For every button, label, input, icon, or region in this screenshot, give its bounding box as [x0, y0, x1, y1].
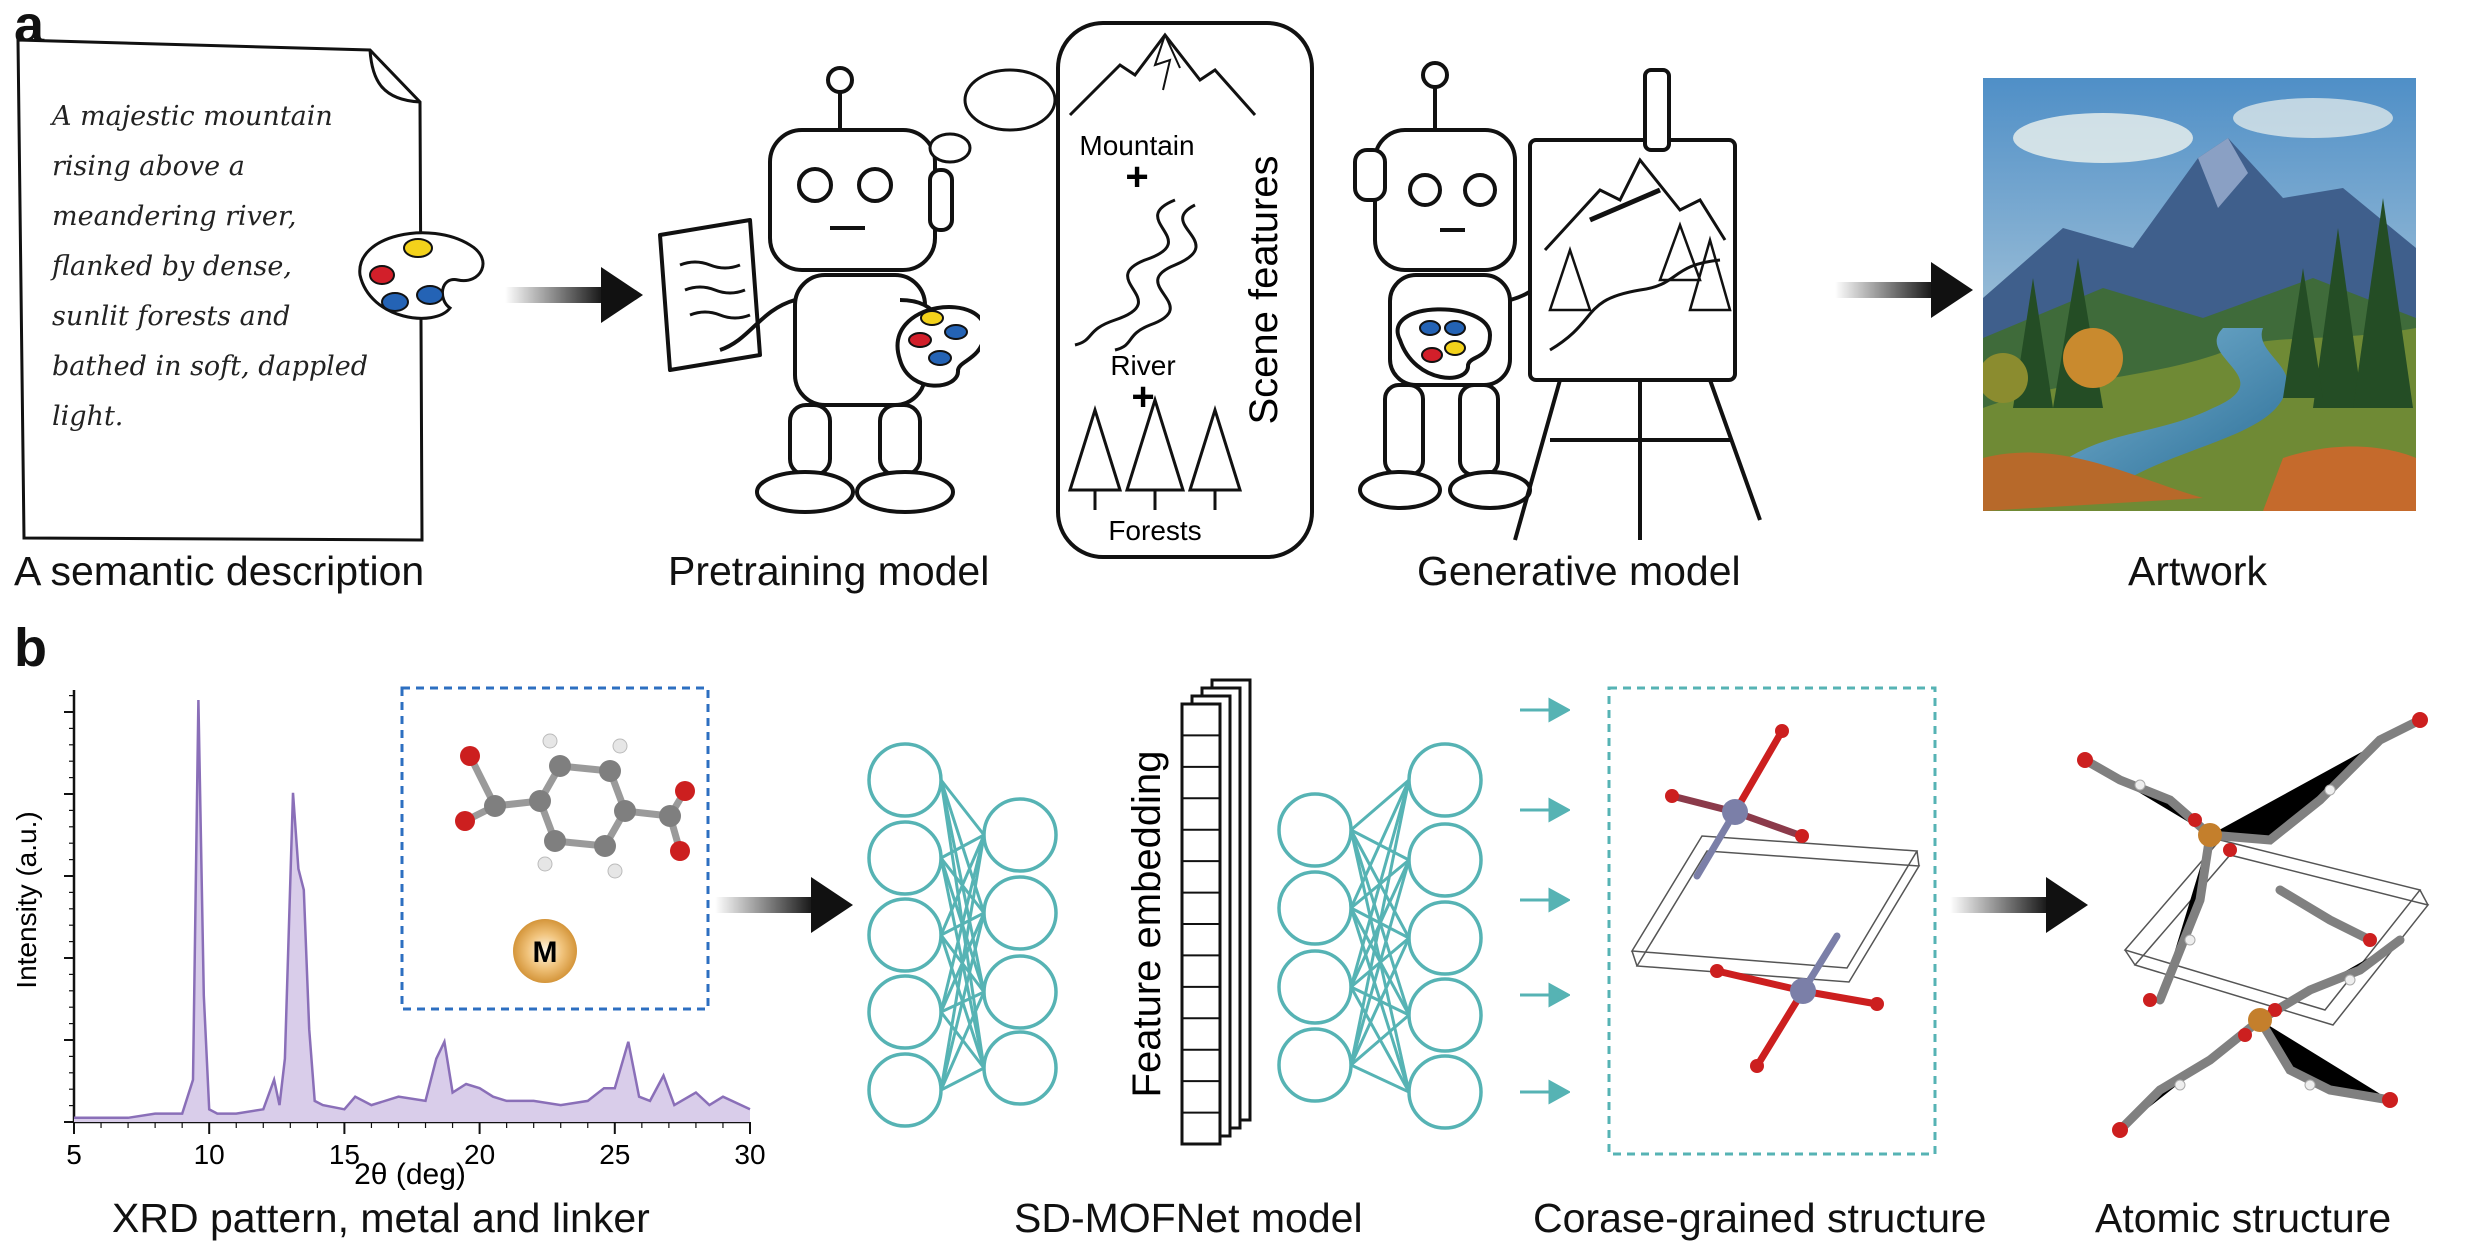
- nn-node: [1407, 822, 1483, 898]
- palette-icon: [358, 231, 485, 320]
- metal-label: M: [533, 936, 558, 969]
- metal-node-icon: [2248, 1008, 2272, 1032]
- note-line: A majestic mountain: [52, 101, 333, 132]
- scene-plus-2: +: [1131, 375, 1154, 419]
- nn-edge: [1349, 859, 1411, 1066]
- nn-node: [867, 1052, 943, 1128]
- nn-node: [1277, 792, 1353, 868]
- nn-edge: [1349, 937, 1411, 1066]
- nn-node: [982, 875, 1058, 951]
- xrd-xtick-label: 20: [464, 1139, 495, 1170]
- semantic-description-text: A majestic mountain rising above a meand…: [52, 92, 392, 442]
- nn-edge: [940, 1066, 985, 1092]
- neural-network-diagram: Feature embedding: [867, 678, 1570, 1146]
- xrd-xlabel: 2θ (deg): [354, 1158, 466, 1191]
- output-arrows: [1520, 697, 1570, 1105]
- nn-node: [1407, 742, 1483, 818]
- coarse-grained-structure: [1607, 686, 1937, 1156]
- scene-features-box: Mountain + River + Forests Scene feature…: [1056, 21, 1314, 559]
- nn-edge: [939, 912, 986, 1091]
- caption-semantic-description: A semantic description: [14, 548, 425, 594]
- nn-edge: [939, 779, 986, 836]
- nn-edge: [1349, 779, 1411, 988]
- nn-edge: [939, 834, 986, 1091]
- note-line: meandering river,: [52, 201, 297, 232]
- note-line: rising above a: [52, 151, 245, 182]
- nn-node: [1407, 900, 1483, 976]
- caption-xrd-pattern: XRD pattern, metal and linker: [112, 1195, 650, 1241]
- xrd-chart: 5 10 15 20 25 30 Intensity (a.u.) 2θ (deg): [11, 690, 766, 1191]
- caption-sd-mofnet-model: SD-MOFNet model: [1014, 1195, 1363, 1241]
- nn-node: [867, 742, 943, 818]
- note-line: light.: [52, 401, 124, 432]
- atomic-structure: [2077, 712, 2430, 1138]
- arrow-right-icon: [1950, 877, 2088, 933]
- arrow-right-icon: [715, 877, 853, 933]
- note-line: flanked by dense,: [52, 251, 292, 282]
- caption-generative-model: Generative model: [1417, 548, 1741, 594]
- xrd-xtick-label: 25: [599, 1139, 630, 1170]
- nn-node: [982, 1030, 1058, 1106]
- cobalt-node-icon: [1790, 978, 1816, 1004]
- arrow-right-icon: [1835, 262, 1973, 318]
- xrd-xtick-label: 5: [66, 1139, 82, 1170]
- artwork-painting: [1983, 78, 2416, 511]
- pretraining-robot-icon: [658, 66, 980, 514]
- scene-features-label: Scene features: [1242, 155, 1286, 424]
- xrd-series-line: [74, 699, 751, 1120]
- xrd-ylabel: Intensity (a.u.): [11, 811, 42, 988]
- panel-b-label: b: [14, 618, 47, 678]
- generative-robot-icon: [1353, 61, 1762, 541]
- cobalt-node-icon: [1722, 799, 1748, 825]
- caption-atomic-structure: Atomic structure: [2095, 1195, 2392, 1241]
- caption-artwork: Artwork: [2128, 548, 2267, 594]
- feature-embedding-stack: [1180, 678, 1252, 1146]
- nn-edge: [939, 834, 986, 1013]
- linker-metal-inset: M: [400, 686, 710, 1011]
- caption-coarse-grained-structure: Corase-grained structure: [1533, 1195, 1987, 1241]
- scene-forests-label: Forests: [1108, 515, 1201, 546]
- nn-node: [1277, 949, 1353, 1025]
- feature-embedding-label: Feature embedding: [1125, 751, 1169, 1098]
- nn-edge: [939, 834, 986, 936]
- metal-node-icon: [2198, 823, 2222, 847]
- note-line: bathed in soft, dappled: [52, 351, 369, 382]
- nn-node: [982, 954, 1058, 1030]
- scene-mountain-label: Mountain: [1079, 130, 1194, 161]
- scene-plus-1: +: [1125, 155, 1148, 199]
- nn-edge: [1350, 778, 1410, 832]
- note-line: sunlit forests and: [52, 301, 291, 332]
- nn-node: [1277, 870, 1353, 946]
- nn-node: [1407, 1054, 1483, 1130]
- paper-note-icon: [16, 38, 424, 542]
- nn-node: [1407, 977, 1483, 1053]
- xrd-xtick-label: 30: [734, 1139, 765, 1170]
- nn-node: [982, 797, 1058, 873]
- arrow-right-icon: [505, 267, 643, 323]
- nn-node: [867, 820, 943, 896]
- nn-edge: [940, 833, 985, 860]
- nn-node: [867, 974, 943, 1050]
- nn-edge: [1350, 1063, 1410, 1094]
- xrd-xtick-label: 15: [329, 1139, 360, 1170]
- nn-node: [867, 897, 943, 973]
- thought-bubble-icon: [928, 68, 1057, 164]
- river-icon: [1074, 198, 1198, 352]
- nn-edge: [1349, 779, 1411, 909]
- forest-icon: [1067, 394, 1243, 510]
- nn-edge: [1349, 779, 1411, 1066]
- nn-edge: [939, 991, 986, 1091]
- nn-edge: [1350, 1013, 1410, 1067]
- xrd-xtick-label: 10: [194, 1139, 225, 1170]
- scene-river-label: River: [1110, 350, 1175, 381]
- metal-node-icon: [513, 919, 577, 983]
- caption-pretraining-model: Pretraining model: [668, 548, 990, 594]
- nn-node: [1277, 1027, 1353, 1103]
